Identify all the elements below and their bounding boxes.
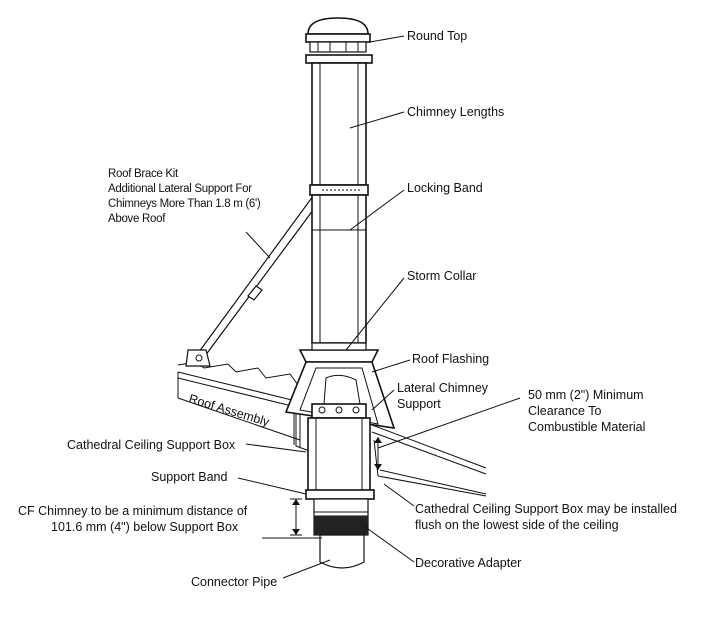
- label-roof-brace-kit-1: Roof Brace Kit: [108, 168, 179, 180]
- roof-brace: [185, 191, 323, 367]
- ceiling-support-box: [307, 417, 371, 495]
- connector-pipe: [319, 534, 365, 569]
- label-support-box-note-1: Cathedral Ceiling Support Box may be ins…: [415, 502, 677, 516]
- label-round-top: Round Top: [407, 29, 467, 43]
- storm-collar: [298, 349, 380, 363]
- round-top-cap: [307, 17, 369, 35]
- label-chimney-lengths: Chimney Lengths: [407, 105, 504, 119]
- distance-dimension: [290, 498, 302, 536]
- label-roof-brace-kit-2: Additional Lateral Support For: [108, 183, 252, 195]
- label-support-box-note-2: flush on the lowest side of the ceiling: [415, 518, 619, 532]
- label-connector-pipe: Connector Pipe: [191, 575, 277, 589]
- label-roof-flashing: Roof Flashing: [412, 352, 489, 366]
- lateral-support: [311, 403, 367, 419]
- support-band: [305, 489, 375, 500]
- leader-lines: [237, 35, 521, 579]
- label-clearance-1: 50 mm (2") Minimum: [528, 388, 644, 402]
- labels: Round Top Chimney Lengths Roof Brace Kit…: [18, 29, 677, 589]
- chimney: [284, 17, 396, 569]
- label-roof-brace-kit-3: Chimneys More Than 1.8 m (6'): [108, 198, 261, 210]
- label-roof-brace-kit-4: Above Roof: [108, 213, 166, 225]
- decorative-adapter: [314, 516, 368, 535]
- label-decorative-adapter: Decorative Adapter: [415, 556, 521, 570]
- label-cf-chimney-2: 101.6 mm (4") below Support Box: [51, 520, 239, 534]
- clearance-arrows: [374, 437, 382, 470]
- label-roof-assembly: Roof Assembly: [187, 391, 272, 429]
- label-clearance-2: Clearance To: [528, 404, 601, 418]
- label-support-band: Support Band: [151, 470, 227, 484]
- label-lateral-support-1: Lateral Chimney: [397, 381, 489, 395]
- label-clearance-3: Combustible Material: [528, 420, 645, 434]
- label-lateral-support-2: Support: [397, 397, 441, 411]
- label-storm-collar: Storm Collar: [407, 269, 476, 283]
- label-cf-chimney-1: CF Chimney to be a minimum distance of: [18, 504, 248, 518]
- label-locking-band: Locking Band: [407, 181, 483, 195]
- label-cathedral-ceiling-support-box: Cathedral Ceiling Support Box: [67, 438, 236, 452]
